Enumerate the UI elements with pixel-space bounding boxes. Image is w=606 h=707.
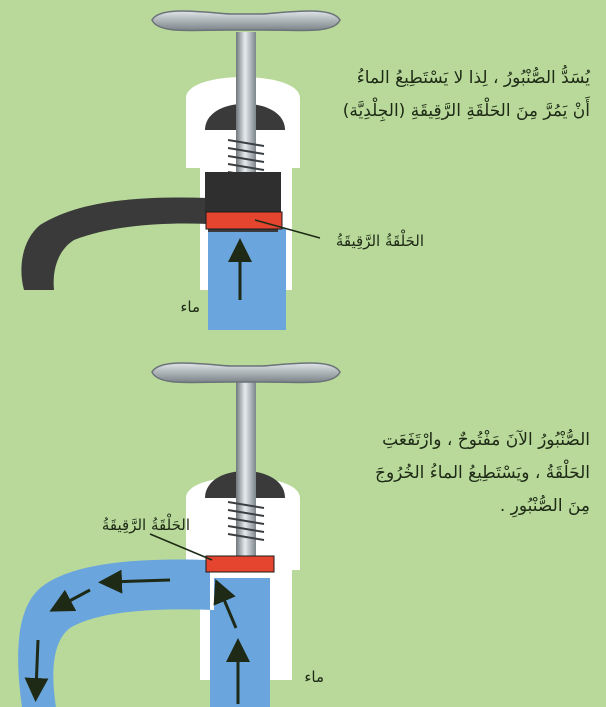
- open-tap-arrow-spout: [110, 580, 170, 582]
- bottom-caption-line-2: الحَلْقَةُ ، ويَسْتَطِيعُ الماءُ الخُرُو…: [375, 457, 590, 490]
- top-caption-line-2: أَنْ يَمُرَّ مِنَ الحَلْقَةِ الرَّقِيقَة…: [343, 95, 590, 128]
- bottom-caption-line-1: الصُّنْبُورُ الآنَ مَفْتُوحٌ ، وارْتَفَع…: [375, 424, 590, 457]
- bottom-caption: الصُّنْبُورُ الآنَ مَفْتُوحٌ ، وارْتَفَع…: [375, 424, 590, 523]
- bottom-caption-line-3: مِنَ الصُّنْبُورِ .: [375, 490, 590, 523]
- bottom-washer-label: الحَلْقَةُ الرَّقِيقَةُ: [102, 516, 190, 534]
- closed-tap-handle: [152, 11, 340, 31]
- open-tap-washer: [206, 556, 274, 572]
- closed-tap: [21, 11, 340, 330]
- closed-tap-spout-body: [205, 172, 281, 212]
- closed-tap-washer: [206, 212, 282, 229]
- open-tap-arrow-out: [36, 640, 38, 690]
- bottom-water-label: ماء: [304, 668, 324, 686]
- top-caption-line-1: يُسَدُّ الصُّنْبُورُ ، لِذا لا يَسْتَطِي…: [343, 62, 590, 95]
- open-tap-spindle: [236, 380, 256, 560]
- top-caption: يُسَدُّ الصُّنْبُورُ ، لِذا لا يَسْتَطِي…: [343, 62, 590, 128]
- open-tap-handle: [152, 363, 340, 383]
- open-tap: [18, 363, 340, 707]
- top-water-label: ماء: [180, 298, 200, 316]
- closed-tap-water: [208, 228, 286, 330]
- top-washer-label: الحَلْقَةُ الرَّقِيقَةُ: [336, 232, 424, 250]
